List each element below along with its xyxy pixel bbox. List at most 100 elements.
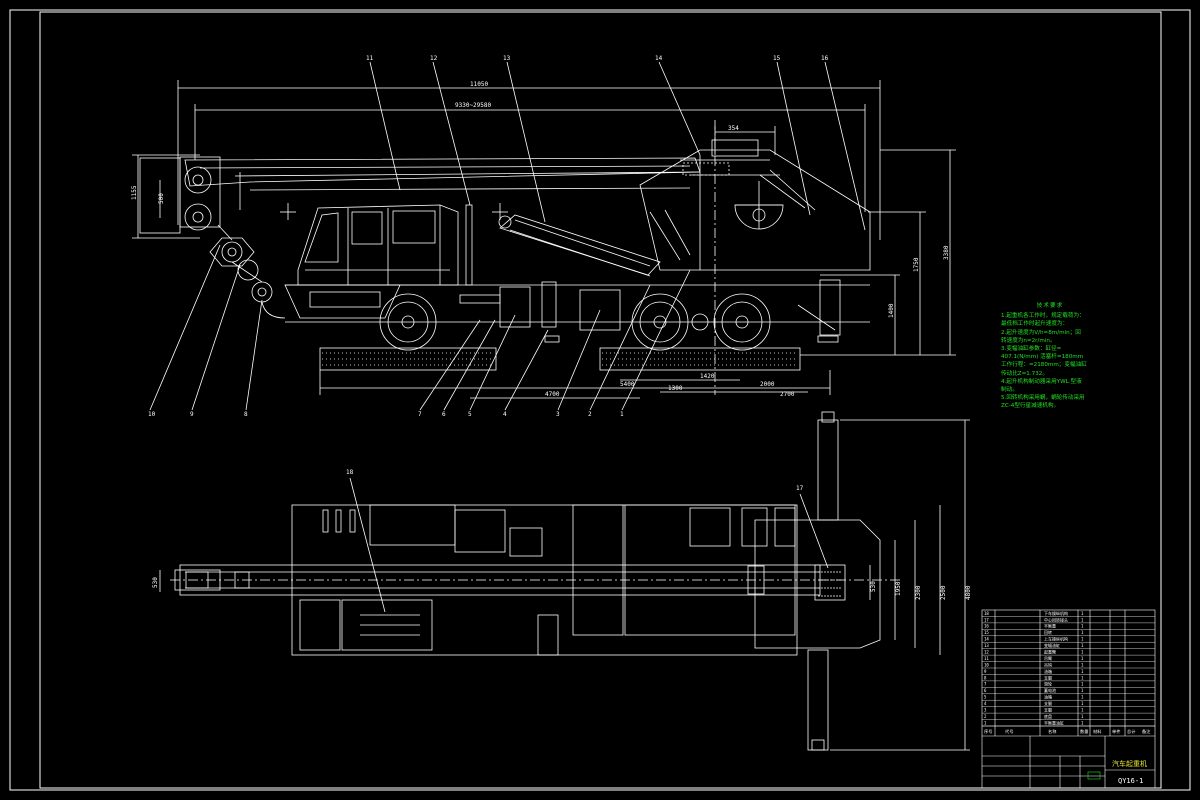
note-line: 工作行程：=2180mm；变幅油缸 bbox=[1001, 362, 1087, 369]
dim-plan-530b: 530 bbox=[870, 581, 877, 592]
parts-cell: 1 bbox=[1081, 720, 1084, 725]
parts-header-total: 总计 bbox=[1127, 728, 1135, 735]
title-block bbox=[981, 609, 1156, 789]
note-line: 407.1(N/mm) 活塞杆=180mm bbox=[1001, 354, 1084, 361]
dim-overall-length: 11050 bbox=[470, 81, 488, 88]
callout-4: 4 bbox=[503, 411, 507, 418]
scale-box bbox=[1087, 771, 1101, 780]
dim-354: 354 bbox=[728, 125, 739, 132]
dim-2700: 2700 bbox=[780, 391, 795, 398]
side-elevation bbox=[132, 61, 956, 411]
parts-cell: 回转 bbox=[1044, 629, 1052, 635]
callout-7: 7 bbox=[418, 411, 422, 418]
note-line: 转速度为n=2r/min。 bbox=[1001, 337, 1056, 344]
parts-cell: 12 bbox=[984, 650, 989, 655]
parts-cell: 8 bbox=[984, 675, 987, 680]
parts-cell: 9 bbox=[984, 669, 987, 674]
dim-plan-530: 530 bbox=[152, 577, 159, 588]
dim-1400: 1400 bbox=[888, 303, 895, 318]
parts-cell: 底盘 bbox=[1044, 713, 1052, 719]
parts-cell: 1 bbox=[1081, 708, 1084, 713]
parts-cell: 蓄电池 bbox=[1044, 687, 1056, 693]
dim-2000: 2000 bbox=[760, 381, 775, 388]
parts-cell: 吊钩 bbox=[1044, 661, 1052, 667]
dim-plan-2300: 2300 bbox=[915, 585, 922, 600]
note-line: 2.起升速度为V/h=8m/min；回 bbox=[1001, 329, 1081, 336]
parts-header-remark: 备注 bbox=[1142, 728, 1151, 735]
parts-header-name: 名称 bbox=[1048, 728, 1056, 735]
parts-cell: 起重臂 bbox=[1044, 649, 1056, 655]
dim-1420: 1420 bbox=[700, 373, 715, 380]
callout-18: 18 bbox=[346, 469, 354, 476]
technical-notes: 技术要求 1.起重机各工作时，规定载荷为： 最低档工作时起升速度为： 2.起升速… bbox=[1001, 302, 1099, 411]
dim-1155: 1155 bbox=[131, 185, 138, 200]
parts-cell: 油箱 bbox=[1044, 668, 1052, 674]
callout-13: 13 bbox=[503, 55, 511, 62]
parts-cell: 上车操纵机构 bbox=[1044, 636, 1068, 642]
parts-cell: 平衡重油缸 bbox=[1044, 719, 1064, 725]
notes-title: 技术要求 bbox=[1036, 303, 1064, 309]
dim-3380: 3380 bbox=[943, 245, 950, 260]
parts-cell: 14 bbox=[984, 637, 989, 642]
parts-cell: 1 bbox=[984, 720, 987, 725]
parts-cell: 7 bbox=[984, 682, 987, 687]
parts-cell: 1 bbox=[1081, 650, 1084, 655]
callout-3: 3 bbox=[556, 411, 560, 418]
parts-cell: 中心回转接头 bbox=[1044, 616, 1068, 622]
callout-8: 8 bbox=[244, 411, 248, 418]
dim-plan-2500: 2500 bbox=[940, 585, 947, 600]
parts-cell: 18 bbox=[984, 611, 989, 616]
parts-header-mat: 材料 bbox=[1093, 728, 1102, 735]
parts-cell: 变幅油缸 bbox=[1044, 642, 1060, 648]
note-line: 5.回转机构采用蜗，蜗轮传动采用 bbox=[1001, 395, 1085, 402]
parts-cell: 1 bbox=[1081, 662, 1084, 667]
parts-cell: 下车操纵机构 bbox=[1044, 610, 1068, 616]
wheel-rear bbox=[713, 293, 771, 351]
callout-17: 17 bbox=[796, 485, 804, 492]
parts-cell: 滑轮 bbox=[1044, 681, 1052, 687]
dim-1300: 1300 bbox=[668, 385, 683, 392]
parts-cell: 1 bbox=[1081, 701, 1084, 706]
parts-cell: 1 bbox=[1081, 669, 1084, 674]
parts-cell: 1 bbox=[1081, 688, 1084, 693]
parts-cell: 6 bbox=[984, 688, 987, 693]
callout-9: 9 bbox=[190, 411, 194, 418]
parts-cell: 1 bbox=[1081, 630, 1084, 635]
parts-cell: 3 bbox=[984, 708, 987, 713]
callout-12: 12 bbox=[430, 55, 438, 62]
parts-cell: 11 bbox=[984, 656, 989, 661]
parts-cell: 油箱 bbox=[1044, 694, 1052, 700]
parts-header-unit: 单件 bbox=[1112, 728, 1120, 735]
parts-cell: 1 bbox=[1081, 656, 1084, 661]
parts-header-code: 代号 bbox=[1005, 728, 1013, 735]
callout-2: 2 bbox=[588, 411, 592, 418]
note-line: 传动比Z=1.732。 bbox=[1001, 370, 1048, 377]
parts-cell: 17 bbox=[984, 617, 989, 622]
wheel-front bbox=[379, 293, 437, 351]
parts-cell: 支腿 bbox=[1044, 700, 1052, 706]
callout-5: 5 bbox=[468, 411, 472, 418]
parts-cell: 1 bbox=[1081, 643, 1084, 648]
parts-cell: 10 bbox=[984, 662, 989, 667]
parts-cell: 4 bbox=[984, 701, 987, 706]
note-line: 1.起重机各工作时，规定载荷为： bbox=[1001, 313, 1085, 320]
callout-11: 11 bbox=[366, 55, 374, 62]
drawing-code: QY16-1 bbox=[1118, 777, 1143, 785]
dim-plan-1950: 1950 bbox=[895, 581, 902, 596]
parts-cell: 16 bbox=[984, 624, 989, 629]
dim-boom-range: 9330~29580 bbox=[455, 102, 492, 109]
note-line: 制动。 bbox=[1001, 387, 1018, 394]
callout-1: 1 bbox=[620, 411, 624, 418]
dim-plan-4800: 4800 bbox=[965, 585, 972, 600]
callout-14: 14 bbox=[655, 55, 663, 62]
parts-cell: 1 bbox=[1081, 675, 1084, 680]
parts-cell: 平衡重 bbox=[1044, 623, 1056, 629]
callout-16: 16 bbox=[821, 55, 829, 62]
parts-header-no: 序号 bbox=[984, 728, 992, 735]
note-line: 4.起升机构制动器采用YWL.型液 bbox=[1001, 378, 1082, 385]
parts-header-qty: 数量 bbox=[1080, 728, 1088, 735]
callout-10: 10 bbox=[148, 411, 156, 418]
parts-cell: 支腿 bbox=[1044, 707, 1052, 713]
